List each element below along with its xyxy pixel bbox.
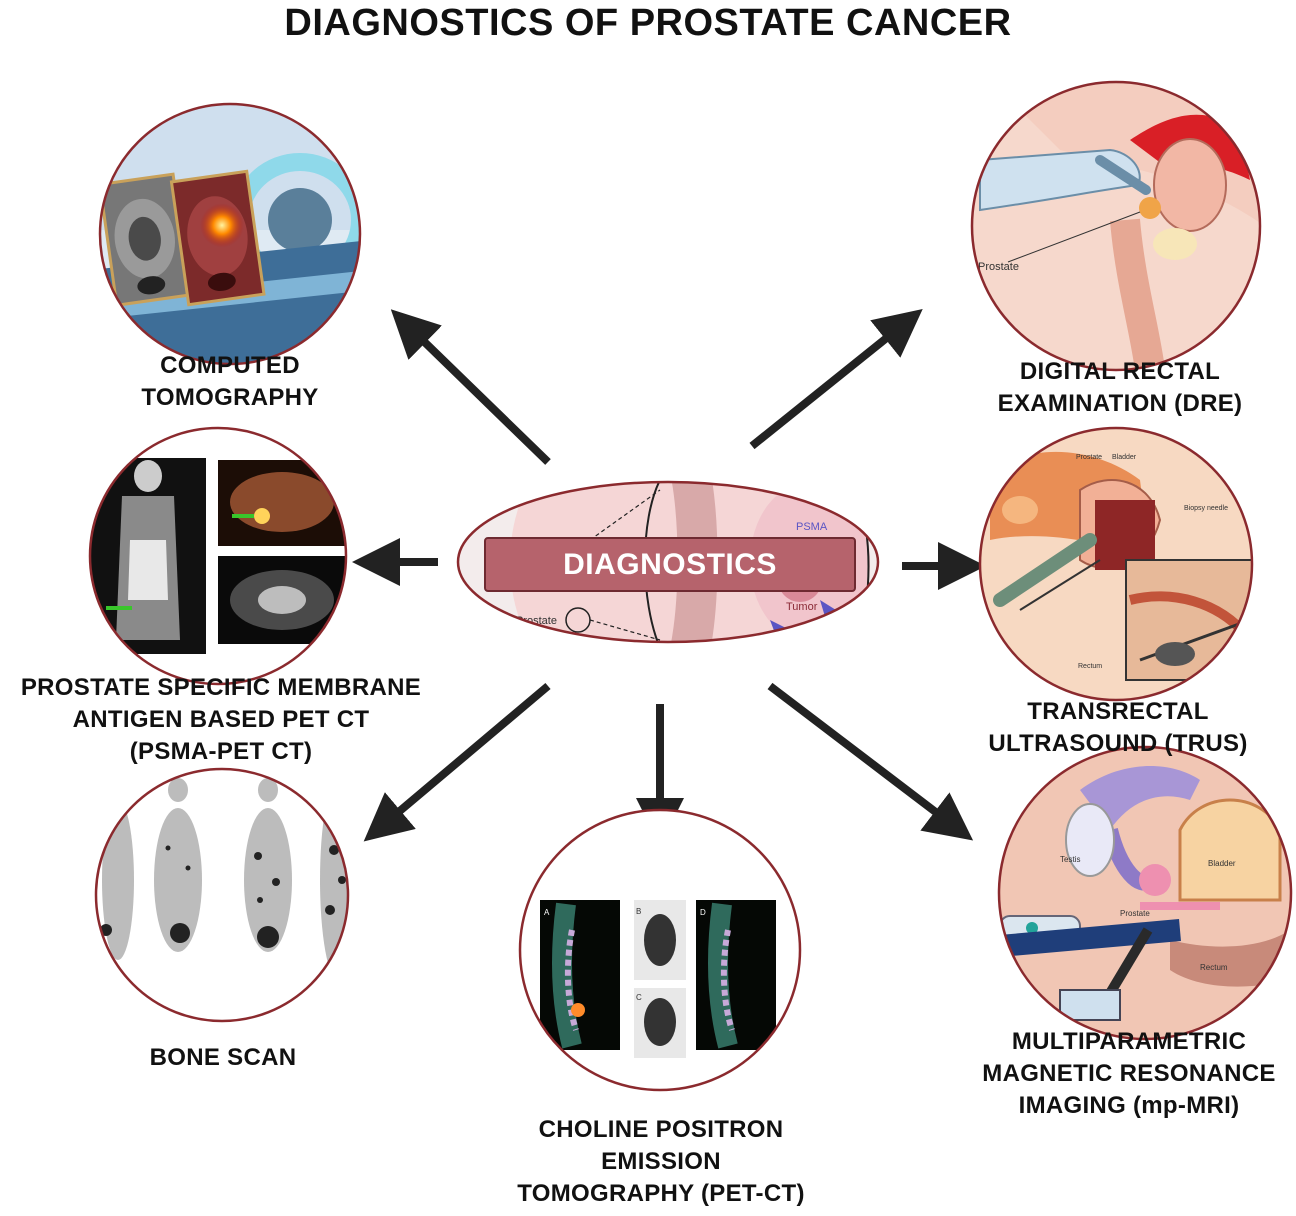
label-choline-line: TOMOGRAPHY (PET-CT): [517, 1180, 805, 1207]
label-choline: CHOLINE POSITRON EMISSION TOMOGRAPHY (PE…: [496, 1114, 826, 1210]
dre-prostate-tag: Prostate: [978, 261, 1019, 273]
label-psma: PROSTATE SPECIFIC MEMBRANE ANTIGEN BASED…: [0, 672, 442, 768]
label-dre-line: DIGITAL RECTAL: [1019, 358, 1221, 385]
trus-tag-needle: Biopsy needle: [1184, 505, 1228, 512]
label-choline-line: CHOLINE POSITRON: [538, 1116, 784, 1143]
mri-tag-testis: Testis: [1060, 855, 1080, 864]
label-mri-line: MULTIPARAMETRIC: [1011, 1028, 1247, 1055]
center-diagnostics-banner: DIAGNOSTICS: [484, 537, 856, 592]
arrow-to-ct: [390, 309, 551, 465]
arrow-to-bone: [363, 682, 551, 842]
label-trus-line: ULTRASOUND (TRUS): [988, 730, 1248, 757]
label-ct-line: TOMOGRAPHY: [141, 384, 319, 411]
choline-panel-c: C: [636, 993, 642, 1002]
bone-scan-image: [94, 767, 350, 1023]
dre-image: Prostate: [970, 80, 1262, 372]
mri-tag-bladder: Bladder: [1208, 859, 1236, 868]
label-bone-line: BONE SCAN: [149, 1044, 297, 1071]
ct-image: [98, 102, 362, 366]
center-tag-psma: PSMA: [796, 521, 828, 533]
mri-image: Testis Bladder Prostate Rectum: [997, 745, 1293, 1041]
label-dre: DIGITAL RECTAL EXAMINATION (DRE): [960, 356, 1280, 420]
arrow-to-dre: [749, 308, 923, 450]
label-ct: COMPUTED TOMOGRAPHY: [110, 350, 350, 414]
mri-tag-prostate: Prostate: [1120, 909, 1150, 918]
label-mri: MULTIPARAMETRIC MAGNETIC RESONANCE IMAGI…: [962, 1026, 1296, 1122]
label-bone-scan: BONE SCAN: [110, 1042, 336, 1074]
choline-panel-b: B: [636, 907, 641, 916]
label-mri-line: IMAGING (mp-MRI): [1018, 1092, 1240, 1119]
label-choline-line: EMISSION: [601, 1148, 721, 1175]
trus-tag-prostate: Prostate: [1076, 454, 1102, 461]
page-title: DIAGNOSTICS OF PROSTATE CANCER: [284, 2, 1012, 44]
label-psma-line: (PSMA-PET CT): [129, 738, 313, 765]
label-trus: TRANSRECTAL ULTRASOUND (TRUS): [980, 696, 1256, 760]
choline-panel-a: A: [544, 908, 550, 917]
trus-tag-bladder: Bladder: [1112, 454, 1137, 461]
choline-pet-image: A B C D: [518, 808, 802, 1092]
arrow-to-mri: [767, 682, 974, 841]
choline-panel-d: D: [700, 908, 706, 917]
center-tag-tumor: Tumor: [786, 601, 818, 613]
label-psma-line: PROSTATE SPECIFIC MEMBRANE: [20, 674, 422, 701]
label-psma-line: ANTIGEN BASED PET CT: [72, 706, 370, 733]
psma-image: [88, 426, 348, 686]
mri-tag-rectum: Rectum: [1200, 963, 1228, 972]
label-ct-line: COMPUTED: [160, 352, 300, 379]
label-dre-line: EXAMINATION (DRE): [997, 390, 1243, 417]
label-trus-line: TRANSRECTAL: [1027, 698, 1209, 725]
trus-tag-rectum: Rectum: [1078, 663, 1102, 670]
trus-image: Prostate Bladder Rectum Biopsy needle: [978, 426, 1254, 702]
label-mri-line: MAGNETIC RESONANCE: [982, 1060, 1276, 1087]
